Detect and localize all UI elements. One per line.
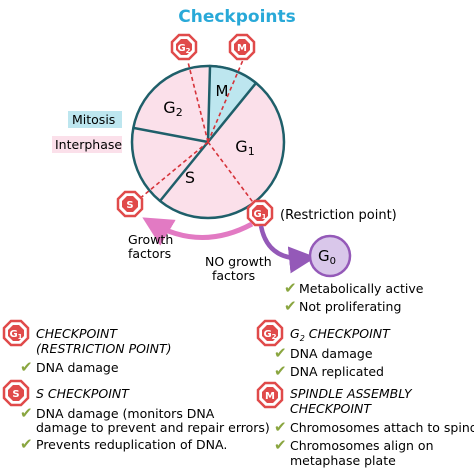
- growth-label-line1: Growth: [128, 232, 173, 247]
- m-item-2-line1: Chromosomes align on: [290, 438, 434, 453]
- g1-checkpoint-title-2: (RESTRICTION POINT): [36, 341, 172, 356]
- no-growth-factors-arrow: [258, 225, 317, 274]
- stop-sign-g1: G1: [246, 199, 274, 227]
- dash-line-m: [207, 59, 244, 143]
- m-item-2-line2: metaphase plate: [290, 453, 396, 468]
- s-checkpoint-title: S CHECKPOINT: [36, 386, 130, 401]
- g2-item-2: DNA replicated: [290, 364, 384, 379]
- check-icon: ✔: [20, 404, 33, 422]
- check-icon: ✔: [20, 358, 33, 376]
- s-item-1-line1: DNA damage (monitors DNA: [36, 406, 215, 421]
- restriction-point-label: (Restriction point): [280, 208, 397, 223]
- legend-interphase: Interphase: [55, 137, 122, 152]
- pie-label-m: M: [216, 82, 229, 100]
- stop-sign-g2: G2: [170, 33, 198, 61]
- mitosis-sector: [206, 64, 258, 146]
- checkpoint-dash-lines: [137, 59, 256, 206]
- stop-sign-m: M: [228, 33, 256, 61]
- growth-label-line2: factors: [128, 246, 171, 261]
- pie-divider-s-g1: [159, 141, 209, 202]
- check-icon: ✔: [274, 436, 287, 454]
- pie-divider-g2-s: [133, 126, 209, 144]
- stop-sign-s: S: [116, 190, 144, 218]
- g0-note-2: Not proliferating: [299, 299, 401, 314]
- g2-item-1: DNA damage: [290, 346, 373, 361]
- m-checkpoint-sign: M: [256, 381, 284, 409]
- legend-interphase-swatch: [52, 136, 122, 153]
- svg-text:M: M: [265, 391, 275, 402]
- g1-checkpoint-sign: G1: [2, 319, 30, 347]
- check-icon: ✔: [284, 279, 297, 297]
- g0-node: G0: [308, 234, 352, 278]
- check-icon: ✔: [274, 362, 287, 380]
- m-checkpoint-title-2: CHECKPOINT: [290, 401, 372, 416]
- pie-label-s: S: [185, 168, 195, 187]
- no-growth-label-line1: NO growth: [205, 254, 272, 269]
- dash-line-g1: [207, 141, 256, 206]
- svg-text:S: S: [12, 389, 19, 400]
- growth-factors-arrow: [142, 217, 254, 246]
- m-item-1: Chromosomes attach to spindle: [290, 420, 474, 435]
- g1-item-1: DNA damage: [36, 360, 119, 375]
- check-icon: ✔: [274, 418, 287, 436]
- page-title: Checkpoints: [178, 7, 296, 27]
- legend-mitosis: Mitosis: [72, 112, 115, 127]
- g2-checkpoint-title: G2 CHECKPOINT: [290, 326, 391, 343]
- check-icon: ✔: [20, 435, 33, 453]
- legend-mitosis-swatch: [68, 111, 122, 128]
- s-item-2: Prevents reduplication of DNA.: [36, 437, 227, 452]
- s-item-1-line2: damage to prevent and repair errors): [36, 420, 270, 435]
- stop-sign-m-label: M: [237, 43, 247, 54]
- g0-note-1: Metabolically active: [299, 281, 424, 296]
- g2-checkpoint-sign: G2: [256, 319, 284, 347]
- no-growth-label-line2: factors: [212, 268, 255, 283]
- dash-line-s: [137, 141, 209, 201]
- g1-checkpoint-title-1: CHECKPOINT: [36, 326, 118, 341]
- check-icon: ✔: [274, 344, 287, 362]
- m-checkpoint-title-1: SPINDLE ASSEMBLY: [290, 386, 413, 401]
- stop-sign-s-label: S: [126, 200, 133, 211]
- s-checkpoint-sign: S: [2, 379, 30, 407]
- check-icon: ✔: [284, 297, 297, 315]
